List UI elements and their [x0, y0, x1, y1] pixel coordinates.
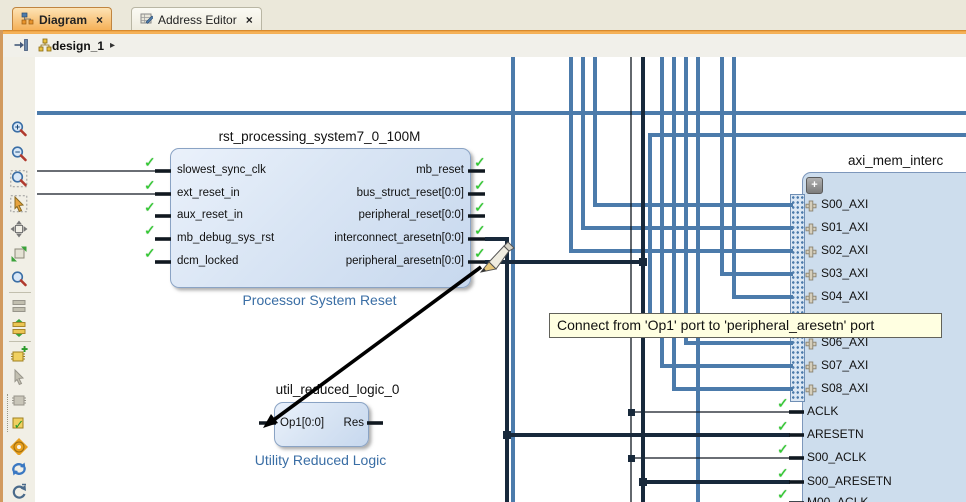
connection-tooltip: Connect from 'Op1' port to 'peripheral_a…	[549, 313, 942, 338]
port-M00_ACLK[interactable]: M00_ACLK	[807, 495, 869, 502]
port-slowest_sync_clk[interactable]: slowest_sync_clk	[177, 164, 266, 176]
settings-icon[interactable]	[9, 437, 29, 457]
breadcrumb-arrow-icon[interactable]: ▸	[110, 40, 116, 51]
diagram-icon	[21, 12, 34, 28]
toolbar-separator	[9, 292, 31, 293]
check-icon: ✓	[144, 222, 156, 238]
window-edge	[0, 30, 3, 502]
check-icon: ✓	[777, 441, 789, 457]
zoom-in-icon[interactable]: +	[10, 120, 28, 138]
port-S00_ACLK[interactable]: S00_ACLK	[807, 450, 867, 464]
interface-plus-icon[interactable]	[805, 360, 817, 373]
port-S03_AXI[interactable]: S03_AXI	[821, 266, 869, 280]
dock-icon[interactable]	[13, 37, 29, 58]
zoom-out-icon[interactable]: −	[10, 145, 28, 163]
port-mb_debug_sys_rst[interactable]: mb_debug_sys_rst	[177, 232, 275, 244]
block-type-label: Processor System Reset	[242, 292, 397, 308]
check-icon: ✓	[474, 177, 486, 193]
search-icon[interactable]	[10, 270, 28, 288]
check-icon: ✓	[474, 245, 486, 261]
active-tab-strip	[0, 30, 966, 35]
port-ext_reset_in[interactable]: ext_reset_in	[177, 187, 240, 199]
port-S01_AXI[interactable]: S01_AXI	[821, 220, 869, 234]
block-title: util_reduced_logic_0	[275, 382, 400, 397]
breadcrumb-design-name[interactable]: design_1	[52, 38, 105, 53]
port-mb_reset[interactable]: mb_reset	[416, 164, 464, 176]
check-icon: ✓	[777, 395, 789, 411]
validate-design-icon[interactable]: ✓	[10, 414, 28, 432]
port-S06_AXI[interactable]: S06_AXI	[821, 335, 869, 349]
check-icon: ✓	[474, 154, 486, 170]
add-ip-icon[interactable]	[10, 345, 28, 363]
block-title: axi_mem_interc	[848, 153, 944, 168]
block-type-label: Utility Reduced Logic	[254, 452, 387, 468]
expand-block-button[interactable]: +	[806, 177, 823, 194]
fit-to-window-icon[interactable]	[10, 220, 28, 238]
select-area-icon[interactable]	[10, 195, 28, 213]
interface-plus-icon[interactable]	[805, 337, 817, 350]
tab-diagram[interactable]: Diagram ×	[12, 7, 113, 31]
design-hierarchy-icon	[38, 38, 52, 57]
svg-text:+: +	[15, 122, 20, 132]
block-title: rst_processing_system7_0_100M	[218, 129, 421, 144]
make-external-icon[interactable]	[10, 368, 28, 386]
address-editor-icon	[140, 12, 154, 28]
port-interconnect_aresetn[0:0][interactable]: interconnect_aresetn[0:0]	[334, 232, 464, 244]
check-icon: ✓	[474, 222, 486, 238]
port-bus_struct_reset[0:0][interactable]: bus_struct_reset[0:0]	[356, 187, 464, 199]
tab-bar: Diagram × Address Editor ×	[0, 0, 966, 31]
interface-plus-icon[interactable]	[805, 245, 817, 258]
tab-label: Address Editor	[158, 12, 237, 27]
interface-plus-icon[interactable]	[805, 222, 817, 235]
check-icon: ✓	[777, 465, 789, 481]
svg-text:−: −	[15, 147, 20, 157]
expand-hierarchy-icon[interactable]	[10, 319, 28, 337]
check-icon: ✓	[144, 199, 156, 215]
port-res[interactable]: Res	[343, 417, 364, 429]
port-S02_AXI[interactable]: S02_AXI	[821, 243, 869, 257]
toolbar-separator	[9, 341, 31, 342]
port-S07_AXI[interactable]: S07_AXI	[821, 358, 869, 372]
port-peripheral_aresetn[0:0][interactable]: peripheral_aresetn[0:0]	[345, 255, 464, 267]
check-icon: ✓	[144, 177, 156, 193]
port-aux_reset_in[interactable]: aux_reset_in	[177, 209, 243, 221]
port-dcm_locked[interactable]: dcm_locked	[177, 255, 239, 267]
interface-plus-icon[interactable]	[805, 291, 817, 304]
interface-plus-icon[interactable]	[805, 268, 817, 281]
expand-all-blocks-icon[interactable]	[10, 245, 28, 263]
port-peripheral_reset[0:0][interactable]: peripheral_reset[0:0]	[358, 209, 464, 221]
port-ACLK[interactable]: ACLK	[807, 404, 839, 418]
svg-text:✓: ✓	[14, 417, 25, 432]
tab-address-editor[interactable]: Address Editor ×	[131, 7, 262, 31]
close-icon[interactable]: ×	[96, 12, 104, 27]
check-icon: ✓	[144, 245, 156, 261]
check-icon: ✓	[144, 154, 156, 170]
check-icon: ✓	[777, 486, 789, 502]
port-S08_AXI[interactable]: S08_AXI	[821, 381, 869, 395]
refresh-design-icon[interactable]	[10, 483, 28, 501]
regenerate-layout-icon[interactable]	[10, 460, 28, 478]
port-op1[interactable]: Op1[0:0]	[280, 417, 325, 429]
interface-plus-icon[interactable]	[805, 383, 817, 396]
tab-label: Diagram	[39, 12, 88, 27]
axi-interface-pin-strip	[790, 194, 805, 402]
diagram-toolbar: + − ✓	[3, 57, 36, 502]
port-S04_AXI[interactable]: S04_AXI	[821, 289, 869, 303]
port-S00_AXI[interactable]: S00_AXI	[821, 197, 869, 211]
block-properties-icon[interactable]	[10, 391, 28, 409]
interface-plus-icon[interactable]	[805, 199, 817, 212]
diagram-header-bar: design_1 ▸	[0, 34, 966, 58]
close-icon[interactable]: ×	[245, 12, 253, 27]
toolbar-drag-handle[interactable]	[7, 394, 9, 432]
port-ARESETN[interactable]: ARESETN	[807, 427, 864, 441]
zoom-fit-icon[interactable]	[10, 170, 28, 188]
check-icon: ✓	[474, 199, 486, 215]
check-icon: ✓	[777, 418, 789, 434]
collapse-hierarchy-icon[interactable]	[10, 297, 28, 315]
port-S00_ARESETN[interactable]: S00_ARESETN	[807, 474, 892, 488]
